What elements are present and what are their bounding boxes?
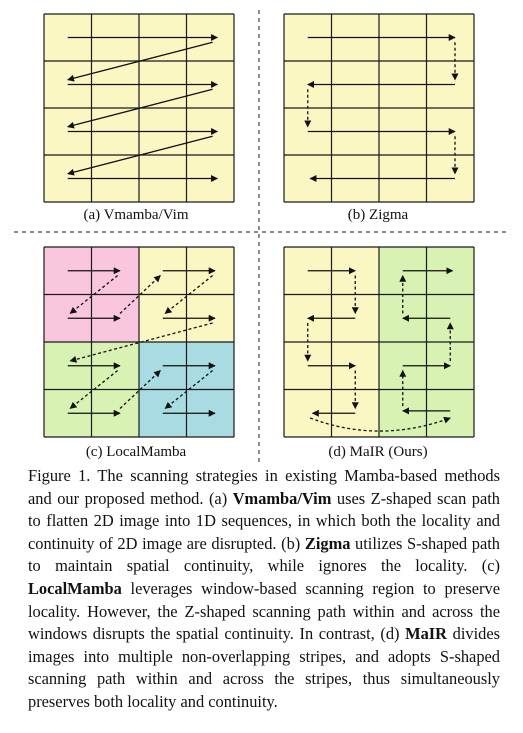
subfigure-caption-c: (c) LocalMamba <box>85 444 187 460</box>
scan-window-jump-c <box>119 275 161 314</box>
figure-panel: (a) Vmamba/Vim (b) Zigma (c) LocalMamba … <box>14 10 508 462</box>
subfigure-caption-a: (a) Vmamba/Vim <box>83 207 189 223</box>
caption-text-2: uses Z-shaped scan path to flatten 2D im… <box>28 488 501 553</box>
caption-text-1: The scanning strategies in existing Mamb… <box>28 466 500 508</box>
caption-label: Figure 1. <box>28 466 91 485</box>
scan-jump-c <box>69 369 119 410</box>
caption-text-4: leverages window-based scanning region t… <box>28 578 500 644</box>
grid-cell-d <box>426 389 474 437</box>
scan-window-jump-c <box>69 322 213 363</box>
scan-jump-a <box>67 88 213 129</box>
scan-jump-c <box>164 369 214 410</box>
scanning-strategies-diagram <box>14 10 508 462</box>
caption-bold-vmamba: Vmamba/Vim <box>232 488 332 508</box>
scan-jump-c <box>164 274 214 315</box>
scan-jump-a <box>67 41 213 82</box>
subfigure-caption-b: (b) Zigma <box>347 207 409 223</box>
scan-stripe-transition-d <box>309 416 451 432</box>
caption-text-5: divides images into multiple non-overlap… <box>28 624 500 711</box>
caption-text-3: utilizes S-shaped path to maintain spati… <box>28 533 500 576</box>
caption-bold-localmamba: LocalMamba <box>28 578 122 598</box>
scan-jump-c <box>69 274 119 315</box>
figure-caption: Figure 1. The scanning strategies in exi… <box>28 465 500 714</box>
scan-jump-a <box>67 135 213 176</box>
caption-bold-zigma: Zigma <box>304 533 351 553</box>
caption-bold-mair: MaIR <box>405 624 448 644</box>
subfigure-caption-d: (d) MaIR (Ours) <box>328 444 428 460</box>
scan-window-jump-c <box>119 370 161 409</box>
